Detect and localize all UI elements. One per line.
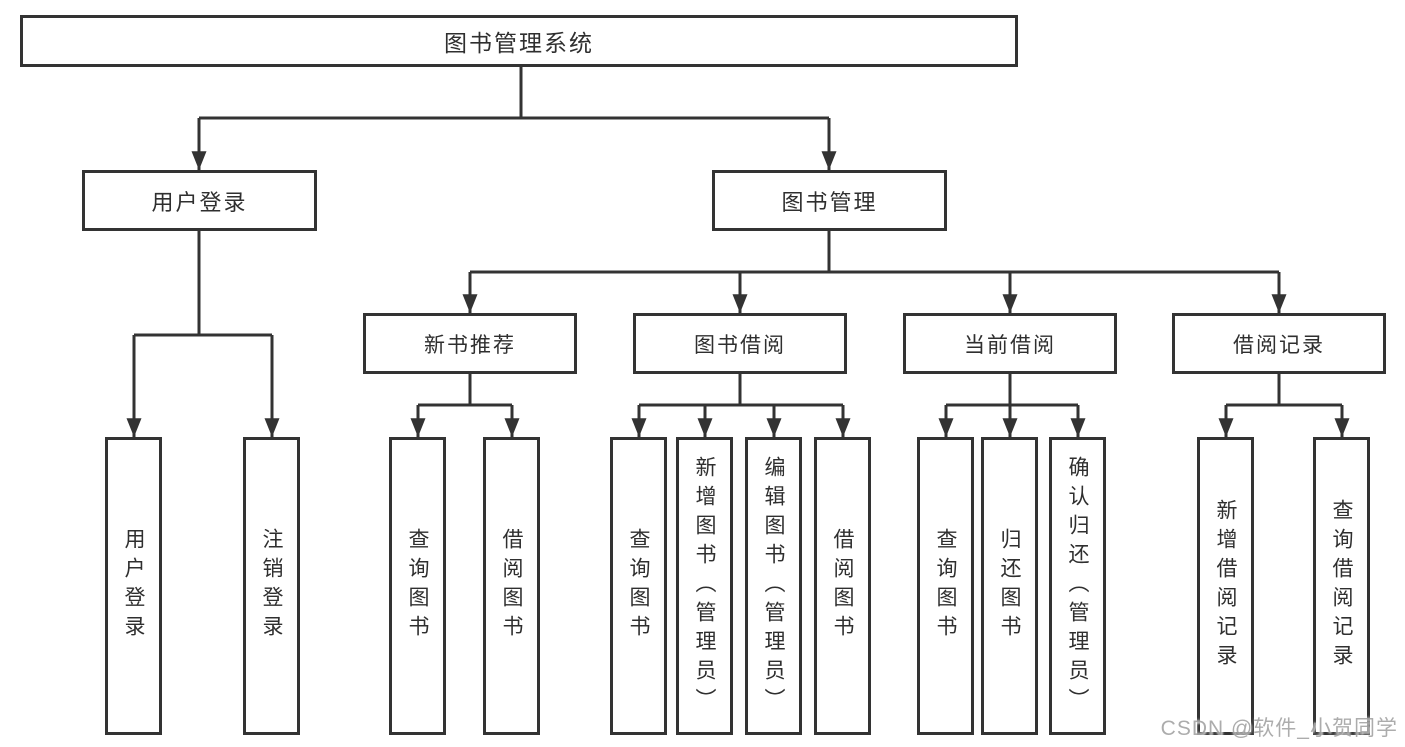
leaf-borrow-add-books-admin: 新增图书（管理员） bbox=[676, 437, 733, 735]
leaf-current-return-books: 归还图书 bbox=[981, 437, 1038, 735]
leaf-borrow-edit-books-admin: 编辑图书（管理员） bbox=[745, 437, 802, 735]
node-book-management: 图书管理 bbox=[712, 170, 947, 231]
leaf-borrow-query-books-label: 查询图书 bbox=[627, 528, 650, 644]
connector-user-login-to-leaves bbox=[126, 231, 280, 437]
leaf-user-login-label: 用户登录 bbox=[122, 528, 145, 644]
leaf-newbook-query-books-label: 查询图书 bbox=[406, 528, 429, 644]
leaf-current-confirm-return-admin: 确认归还（管理员） bbox=[1049, 437, 1106, 735]
leaf-borrow-edit-books-admin-label: 编辑图书（管理员） bbox=[762, 455, 785, 717]
connector-new-book-to-leaves bbox=[410, 374, 520, 437]
leaf-current-return-books-label: 归还图书 bbox=[998, 528, 1021, 644]
leaf-newbook-query-books: 查询图书 bbox=[389, 437, 446, 735]
connector-current-borrow-to-leaves bbox=[938, 374, 1086, 437]
leaf-current-confirm-return-admin-label: 确认归还（管理员） bbox=[1066, 455, 1089, 717]
node-borrow-record: 借阅记录 bbox=[1172, 313, 1386, 374]
leaf-newbook-borrow-books-label: 借阅图书 bbox=[500, 528, 523, 644]
node-current-borrow: 当前借阅 bbox=[903, 313, 1117, 374]
leaf-borrow-borrow-books-label: 借阅图书 bbox=[831, 528, 854, 644]
leaf-logout: 注销登录 bbox=[243, 437, 300, 735]
connector-book-borrow-to-leaves bbox=[631, 374, 851, 437]
connector-root-to-level2 bbox=[191, 67, 837, 170]
csdn-watermark: CSDN @软件_小贺同学 bbox=[1160, 717, 1398, 740]
leaf-current-query-books: 查询图书 bbox=[917, 437, 974, 735]
node-user-login: 用户登录 bbox=[82, 170, 317, 231]
leaf-logout-label: 注销登录 bbox=[260, 528, 283, 644]
leaf-borrow-add-books-admin-label: 新增图书（管理员） bbox=[693, 455, 716, 717]
connector-book-mgmt-to-level3 bbox=[462, 231, 1287, 313]
node-book-borrow: 图书借阅 bbox=[633, 313, 847, 374]
leaf-record-add: 新增借阅记录 bbox=[1197, 437, 1254, 735]
node-library-system: 图书管理系统 bbox=[20, 15, 1018, 67]
leaf-current-query-books-label: 查询图书 bbox=[934, 528, 957, 644]
leaf-user-login: 用户登录 bbox=[105, 437, 162, 735]
leaf-borrow-query-books: 查询图书 bbox=[610, 437, 667, 735]
leaf-newbook-borrow-books: 借阅图书 bbox=[483, 437, 540, 735]
leaf-borrow-borrow-books: 借阅图书 bbox=[814, 437, 871, 735]
leaf-record-query-label: 查询借阅记录 bbox=[1330, 499, 1353, 673]
leaf-record-query: 查询借阅记录 bbox=[1313, 437, 1370, 735]
leaf-record-add-label: 新增借阅记录 bbox=[1214, 499, 1237, 673]
node-new-book-recommend: 新书推荐 bbox=[363, 313, 577, 374]
connector-borrow-record-to-leaves bbox=[1218, 374, 1350, 437]
